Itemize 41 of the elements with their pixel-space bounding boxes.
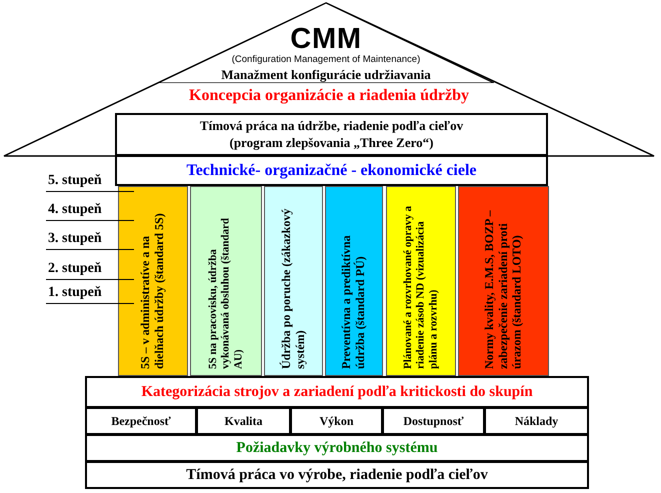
band-label: Požiadavky výrobného systému [236, 438, 438, 458]
criterion-label: Náklady [514, 414, 558, 428]
criterion-label: Bezpečnosť [111, 414, 171, 428]
criterion-cell [484, 407, 589, 435]
band-label: Technické- organizačné - ekonomické ciele [186, 160, 477, 180]
pillar-label: 5S – v administratíve a na dielňach údržby (štandard 5S) [139, 212, 167, 369]
categorization-band [85, 376, 589, 408]
criterion-label: Dostupnosť [403, 414, 464, 428]
criterion-cell [290, 407, 383, 435]
band-label: Kategorizácia strojov a zariadení podľa kritickosti do skupín [141, 382, 533, 402]
band-label: Tímová práca vo výrobe, riadenie podľa cieľov [186, 466, 488, 484]
level-label: 5. stupeň [46, 174, 134, 192]
pillar [190, 186, 262, 376]
pillar [118, 186, 188, 376]
production-teamwork-band [85, 461, 589, 489]
level-label: 2. stupeň [46, 262, 134, 280]
requirements-band [85, 434, 589, 462]
roof-top-section [158, 3, 494, 83]
level-label: 3. stupeň [46, 232, 134, 250]
pillar-label: Údržba po poruche (zákazkový systém) [280, 208, 308, 369]
pillar [264, 186, 323, 376]
pillar [325, 186, 383, 376]
pillar-label: Preventívna a prediktívna údržba (štandard PÚ) [340, 234, 368, 369]
level-label: 4. stupeň [46, 203, 134, 221]
pillar-label: Normy kvality, E.M.S, BOZP – zabezpečenie zariadení proti úrazom (štandard LOTO) [482, 209, 524, 369]
roof-heading: Koncepcia organizácie a riadenia údržby [188, 86, 470, 106]
pillar-label: Plánované a rozvrhované opravy a riadenie zásob ND (vizualizácia plánu a rozvrhu) [402, 205, 440, 369]
pillar-label: 5S na pracovisku, údržba vykonávaná obsluhou (štandard AU) [207, 216, 245, 369]
criterion-label: Kvalita [224, 414, 262, 428]
goals-box [115, 155, 548, 186]
pillar [386, 186, 456, 376]
criterion-cell [196, 407, 291, 435]
level-label: 1. stupeň [46, 286, 134, 304]
roof-caption: Manažment konfigurácie udržiavania [220, 68, 432, 81]
band-label: Tímová práca na údržbe, riadenie podľa cieľov (program zlepšovania „Three Zero“) [198, 118, 464, 151]
roof-subtitle: (Configuration Management of Maintenance) [230, 55, 422, 64]
criterion-cell [382, 407, 485, 435]
criterion-cell [85, 407, 197, 435]
criterion-label: Výkon [319, 414, 354, 428]
roof-title: CMM [289, 25, 363, 54]
pillar [458, 186, 549, 376]
